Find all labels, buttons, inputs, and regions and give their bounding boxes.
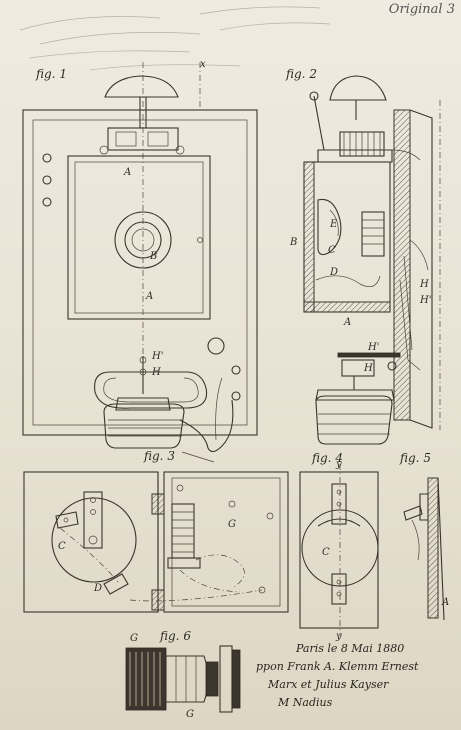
signature-date: Paris le 8 Mai 1880 <box>296 642 405 655</box>
fig-6-label: fig. 6 <box>160 629 191 643</box>
part-label-a-fig5: A <box>442 597 450 608</box>
part-label-e-fig2: E <box>330 219 338 230</box>
part-label-c-fig3: C <box>58 541 66 552</box>
bell-dome <box>104 75 179 98</box>
fig-4-label: fig. 4 <box>312 451 343 465</box>
handwritten-notes <box>19 6 331 71</box>
casing-box <box>303 161 391 313</box>
figure-4-center-detail <box>299 464 379 636</box>
signature-line-2: ppon Frank A. Klemm Ernest <box>256 660 419 673</box>
transmitter-mouthpiece <box>114 211 172 269</box>
part-label-g2-fig6: G <box>186 709 194 720</box>
part-label-g-fig6: G <box>130 633 138 644</box>
archive-stamp: Original 3 <box>388 2 455 17</box>
part-label-g-fig4: G <box>228 519 236 530</box>
part-label-x-fig1: x <box>200 59 206 70</box>
part-label-h1b-fig2: H' <box>368 342 380 353</box>
part-label-d-fig3: D <box>94 583 103 594</box>
part-label-b-fig1: B <box>150 251 158 262</box>
fig-1-label: fig. 1 <box>36 67 67 81</box>
part-label-c-fig2: C <box>328 245 336 256</box>
fig-5-label: fig. 5 <box>400 451 431 465</box>
receiver <box>103 403 185 449</box>
part-label-c-fig4: C <box>322 547 330 558</box>
part-label-b-fig2: B <box>290 237 298 248</box>
fig-3-label: fig. 3 <box>144 449 175 463</box>
outer-board <box>22 109 258 436</box>
receiver-hook <box>94 371 208 409</box>
part-label-d-fig2: D <box>330 267 339 278</box>
figure-3-inner-panel <box>23 471 165 613</box>
part-label-y-fig4: y <box>336 459 342 470</box>
part-label-a-fig1: A <box>124 167 132 178</box>
part-label-a2-fig1: A <box>146 291 154 302</box>
figure-6-plug-detail <box>125 645 241 713</box>
figure-1-front-view <box>22 62 258 463</box>
part-label-y2-fig4: y <box>336 631 342 642</box>
inner-panel <box>67 155 211 320</box>
signature-line-3: Marx et Julius Kayser <box>268 678 389 691</box>
figure-5-edge-section <box>403 477 445 621</box>
figure-2-side-section <box>303 75 441 445</box>
signature-autograph: M Nadius <box>278 696 333 709</box>
part-label-a-fig2: A <box>344 317 352 328</box>
part-label-hb-fig2: H <box>364 363 373 374</box>
part-label-h-fig1: H <box>152 367 161 378</box>
fig-2-label: fig. 2 <box>286 67 317 81</box>
part-label-h1-fig1: H' <box>152 351 164 362</box>
part-label-h-fig2: H <box>420 279 429 290</box>
contact-disk <box>51 497 137 583</box>
part-label-h1-fig2: H' <box>420 295 432 306</box>
wall-plank <box>393 109 411 421</box>
figure-4-inner-panel <box>129 471 289 613</box>
